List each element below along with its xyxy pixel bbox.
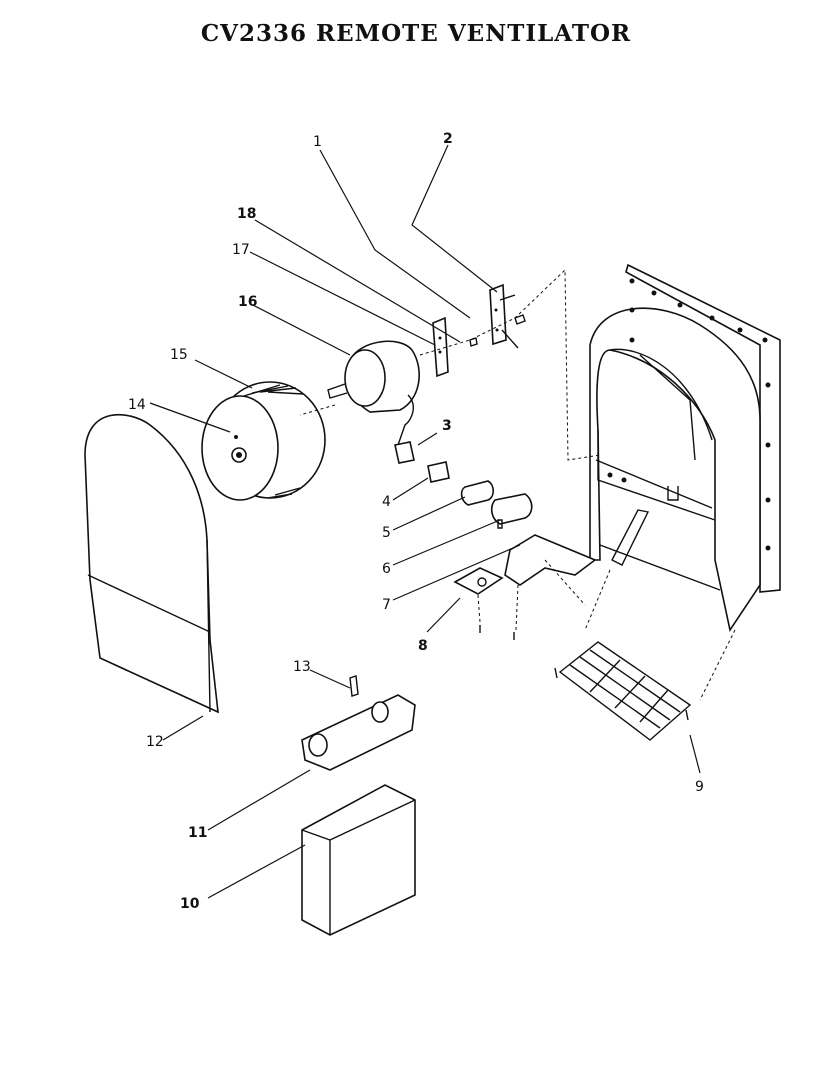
front-cover — [84, 413, 219, 714]
lower-assemblies — [301, 675, 416, 936]
motor — [327, 340, 420, 446]
callout-16: 16 — [238, 294, 257, 310]
callout-18: 18 — [237, 206, 256, 222]
callout-10: 10 — [180, 896, 200, 912]
callout-14: 14 — [128, 397, 146, 413]
motor-brackets — [432, 283, 526, 378]
callout-17: 17 — [232, 242, 250, 258]
electrical-parts — [394, 441, 533, 529]
diagram-title: CV2336 REMOTE VENTILATOR — [200, 20, 632, 47]
callout-5: 5 — [382, 525, 391, 541]
callout-6: 6 — [382, 561, 391, 577]
callout-3: 3 — [442, 418, 452, 434]
callout-8: 8 — [418, 638, 428, 654]
callout-15: 15 — [170, 347, 188, 363]
callout-13: 13 — [293, 659, 311, 675]
leader-lines — [149, 144, 701, 899]
callout-11: 11 — [188, 825, 207, 841]
blower-wheel — [201, 381, 326, 501]
callout-1: 1 — [313, 134, 322, 150]
callout-9: 9 — [695, 779, 704, 795]
callout-4: 4 — [382, 494, 391, 510]
housing — [589, 263, 781, 633]
assembly-lines — [299, 268, 736, 701]
mounting-plates — [453, 534, 597, 640]
callout-7: 7 — [382, 597, 391, 613]
callout-12: 12 — [146, 734, 164, 750]
callout-2: 2 — [443, 131, 453, 147]
callout-labels: 1 2 3 4 5 6 7 8 9 10 11 12 13 14 15 16 1… — [128, 131, 704, 912]
grille — [554, 641, 692, 741]
